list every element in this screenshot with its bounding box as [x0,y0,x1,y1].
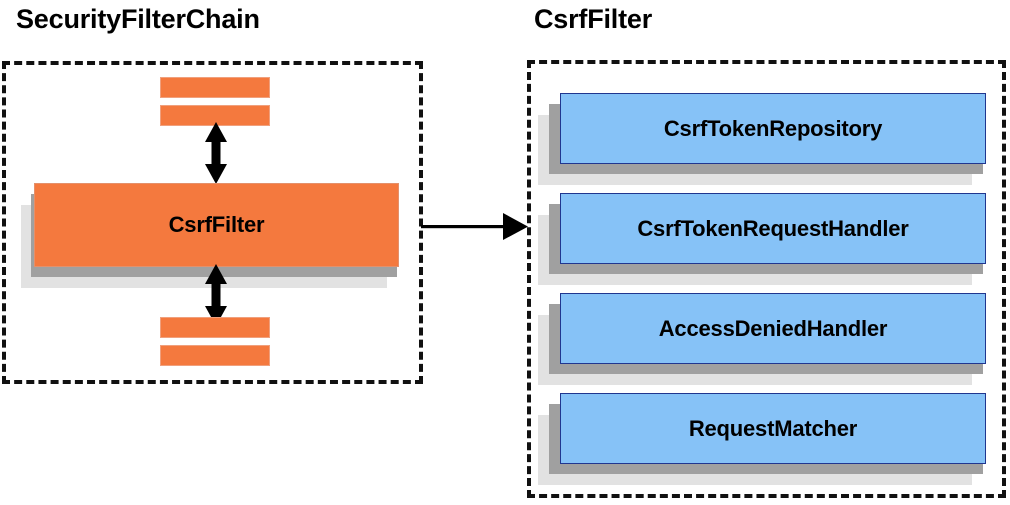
collaborator-box-label: RequestMatcher [688,415,858,441]
csrf-filter-box-face: CsrfFilter [34,183,399,267]
collaborator-box-request-matcher[interactable]: RequestMatcher [538,393,996,493]
csrf-filter-box[interactable]: CsrfFilter [21,183,411,293]
collaborator-box-face: CsrfTokenRepository [560,93,986,164]
collaborator-box-label: CsrfTokenRequestHandler [637,215,909,241]
filter-stub-bar-bottom-1 [160,317,270,338]
collaborator-box-face: AccessDeniedHandler [560,293,986,364]
collaborator-box-csrf-token-request-handler[interactable]: CsrfTokenRequestHandler [538,193,996,293]
arrow-filter-above-icon [205,122,227,184]
collaborator-box-csrf-token-repository[interactable]: CsrfTokenRepository [538,93,996,193]
collaborator-box-access-denied-handler[interactable]: AccessDeniedHandler [538,293,996,393]
filter-stub-bar-bottom-2 [160,345,270,366]
collaborator-box-face: CsrfTokenRequestHandler [560,193,986,264]
collaborator-box-label: CsrfTokenRepository [663,115,883,141]
panel-security-filter-chain [2,61,423,384]
arrow-filter-below-icon [205,264,227,326]
arrow-chain-to-csrffilter-icon [421,213,528,240]
csrf-filter-box-label: CsrfFilter [168,212,265,237]
collaborator-box-face: RequestMatcher [560,393,986,464]
panel-title-csrf-filter: CsrfFilter [534,4,653,34]
panel-csrf-filter [527,60,1006,498]
collaborator-box-label: AccessDeniedHandler [658,315,888,341]
filter-stub-bar-top-1 [160,77,270,98]
panel-title-security-filter-chain: SecurityFilterChain [16,4,260,34]
